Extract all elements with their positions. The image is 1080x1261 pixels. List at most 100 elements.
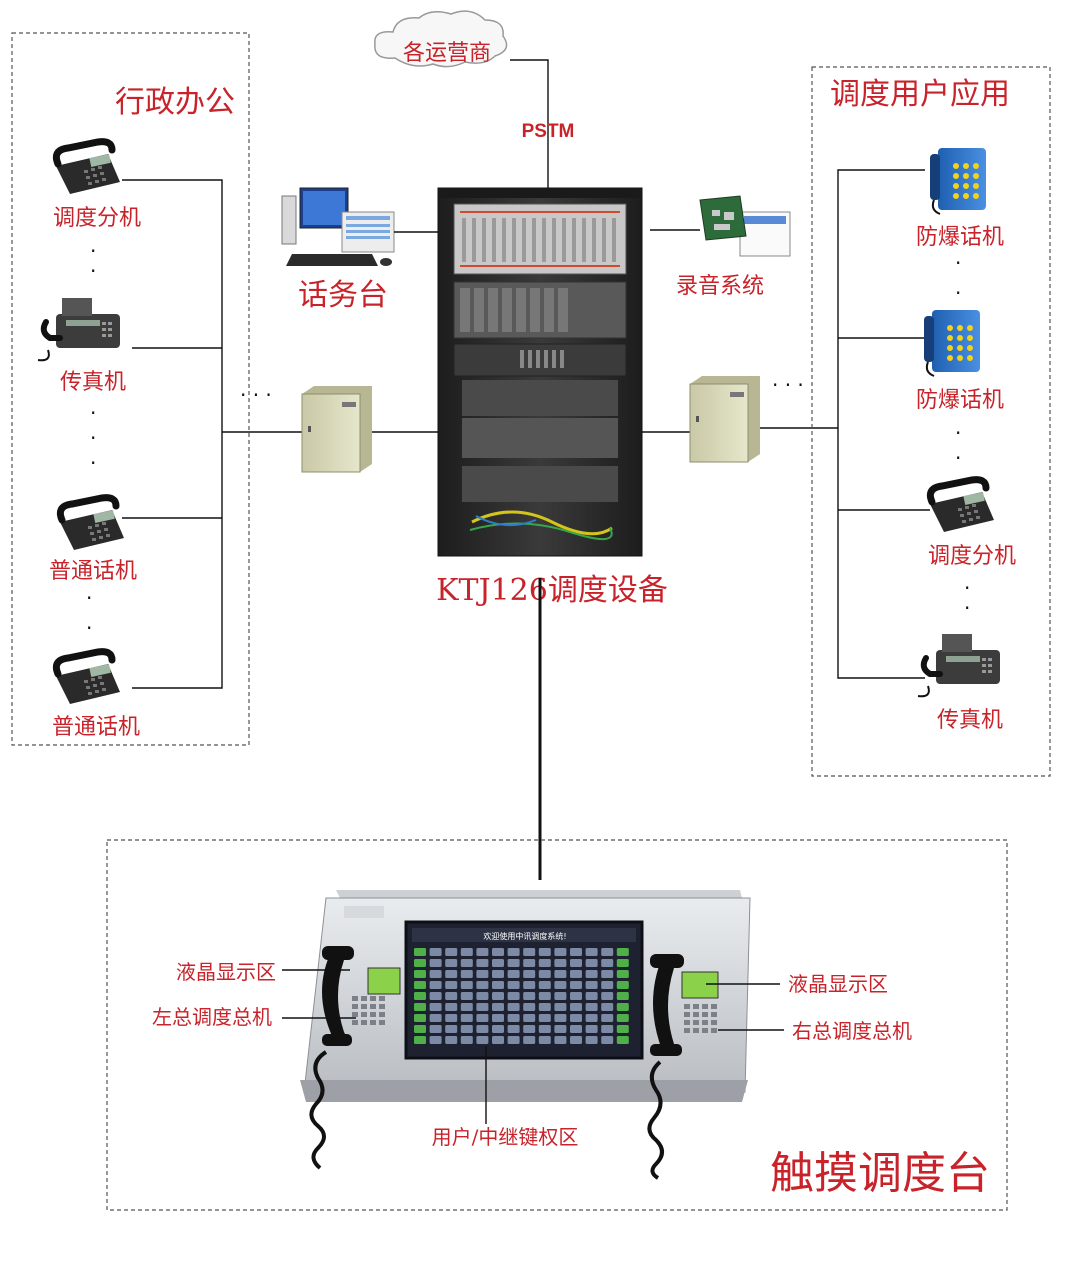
user-trunk-key[interactable]	[460, 948, 473, 956]
user-trunk-key[interactable]	[616, 992, 629, 1000]
user-trunk-key[interactable]	[538, 1036, 551, 1044]
right-handset-icon[interactable]	[647, 954, 684, 1180]
user-trunk-key[interactable]	[585, 992, 598, 1000]
user-trunk-key[interactable]	[554, 992, 567, 1000]
user-trunk-key[interactable]	[507, 1036, 520, 1044]
user-trunk-key[interactable]	[538, 1025, 551, 1033]
user-trunk-key[interactable]	[476, 992, 489, 1000]
user-trunk-key[interactable]	[429, 959, 442, 967]
user-trunk-key[interactable]	[570, 981, 582, 989]
user-trunk-key[interactable]	[429, 992, 442, 1000]
user-trunk-key[interactable]	[538, 970, 551, 978]
user-trunk-key[interactable]	[429, 1025, 442, 1033]
user-trunk-key[interactable]	[570, 1036, 582, 1044]
user-trunk-key[interactable]	[616, 970, 629, 978]
user-trunk-key[interactable]	[585, 948, 598, 956]
user-trunk-key[interactable]	[601, 970, 614, 978]
user-trunk-key[interactable]	[507, 981, 520, 989]
user-trunk-key[interactable]	[445, 1025, 458, 1033]
user-trunk-key[interactable]	[523, 1025, 536, 1033]
user-trunk-key[interactable]	[429, 970, 442, 978]
user-trunk-key[interactable]	[538, 992, 551, 1000]
user-trunk-key[interactable]	[492, 981, 504, 989]
user-trunk-key[interactable]	[460, 959, 473, 967]
user-trunk-key[interactable]	[601, 1025, 614, 1033]
user-trunk-key[interactable]	[445, 981, 458, 989]
user-trunk-key[interactable]	[476, 948, 489, 956]
user-trunk-key[interactable]	[570, 992, 582, 1000]
user-trunk-key[interactable]	[570, 970, 582, 978]
user-trunk-key[interactable]	[476, 1014, 489, 1022]
user-trunk-key[interactable]	[429, 981, 442, 989]
user-trunk-key[interactable]	[585, 970, 598, 978]
user-trunk-key[interactable]	[601, 1003, 614, 1011]
user-trunk-key[interactable]	[570, 1025, 582, 1033]
user-trunk-key[interactable]	[554, 1025, 567, 1033]
user-trunk-key[interactable]	[601, 948, 614, 956]
user-trunk-key[interactable]	[429, 1003, 442, 1011]
user-trunk-key[interactable]	[476, 981, 489, 989]
user-trunk-key[interactable]	[414, 948, 426, 956]
user-trunk-key[interactable]	[616, 1036, 629, 1044]
user-trunk-key[interactable]	[476, 1025, 489, 1033]
user-trunk-key[interactable]	[507, 970, 520, 978]
user-trunk-key[interactable]	[570, 948, 582, 956]
user-trunk-key[interactable]	[616, 1025, 629, 1033]
user-trunk-key[interactable]	[445, 1014, 458, 1022]
user-trunk-key[interactable]	[554, 959, 567, 967]
user-trunk-key[interactable]	[507, 1003, 520, 1011]
user-trunk-key[interactable]	[492, 959, 504, 967]
user-trunk-key[interactable]	[476, 970, 489, 978]
user-trunk-key[interactable]	[429, 1036, 442, 1044]
user-trunk-key[interactable]	[445, 948, 458, 956]
user-trunk-key-grid[interactable]	[414, 948, 629, 1044]
user-trunk-key[interactable]	[554, 1036, 567, 1044]
user-trunk-key[interactable]	[476, 1003, 489, 1011]
user-trunk-key[interactable]	[445, 1003, 458, 1011]
user-trunk-key[interactable]	[429, 1014, 442, 1022]
user-trunk-key[interactable]	[601, 992, 614, 1000]
user-trunk-key[interactable]	[554, 948, 567, 956]
user-trunk-key[interactable]	[601, 959, 614, 967]
user-trunk-key[interactable]	[492, 992, 504, 1000]
user-trunk-key[interactable]	[445, 970, 458, 978]
user-trunk-key[interactable]	[460, 1014, 473, 1022]
user-trunk-key[interactable]	[460, 981, 473, 989]
user-trunk-key[interactable]	[523, 992, 536, 1000]
user-trunk-key[interactable]	[570, 1003, 582, 1011]
user-trunk-key[interactable]	[585, 959, 598, 967]
user-trunk-key[interactable]	[538, 1003, 551, 1011]
user-trunk-key[interactable]	[585, 981, 598, 989]
user-trunk-key[interactable]	[429, 948, 442, 956]
user-trunk-key[interactable]	[507, 948, 520, 956]
user-trunk-key[interactable]	[492, 970, 504, 978]
left-keypad[interactable]	[352, 996, 385, 1025]
user-trunk-key[interactable]	[616, 981, 629, 989]
user-trunk-key[interactable]	[616, 1014, 629, 1022]
user-trunk-key[interactable]	[414, 1003, 426, 1011]
user-trunk-key[interactable]	[538, 948, 551, 956]
user-trunk-key[interactable]	[570, 1014, 582, 1022]
left-handset-icon[interactable]	[309, 946, 354, 1170]
user-trunk-key[interactable]	[601, 1036, 614, 1044]
user-trunk-key[interactable]	[585, 1036, 598, 1044]
user-trunk-key[interactable]	[554, 970, 567, 978]
user-trunk-key[interactable]	[554, 1003, 567, 1011]
user-trunk-key[interactable]	[523, 1036, 536, 1044]
user-trunk-key[interactable]	[414, 970, 426, 978]
user-trunk-key[interactable]	[523, 1014, 536, 1022]
user-trunk-key[interactable]	[460, 1036, 473, 1044]
user-trunk-key[interactable]	[585, 1025, 598, 1033]
user-trunk-key[interactable]	[414, 959, 426, 967]
user-trunk-key[interactable]	[445, 992, 458, 1000]
user-trunk-key[interactable]	[507, 992, 520, 1000]
user-trunk-key[interactable]	[601, 981, 614, 989]
user-trunk-key[interactable]	[492, 1036, 504, 1044]
user-trunk-key[interactable]	[523, 948, 536, 956]
user-trunk-key[interactable]	[585, 1014, 598, 1022]
user-trunk-key[interactable]	[460, 992, 473, 1000]
user-trunk-key[interactable]	[616, 1003, 629, 1011]
user-trunk-key[interactable]	[460, 970, 473, 978]
user-trunk-key[interactable]	[601, 1014, 614, 1022]
user-trunk-key[interactable]	[554, 1014, 567, 1022]
